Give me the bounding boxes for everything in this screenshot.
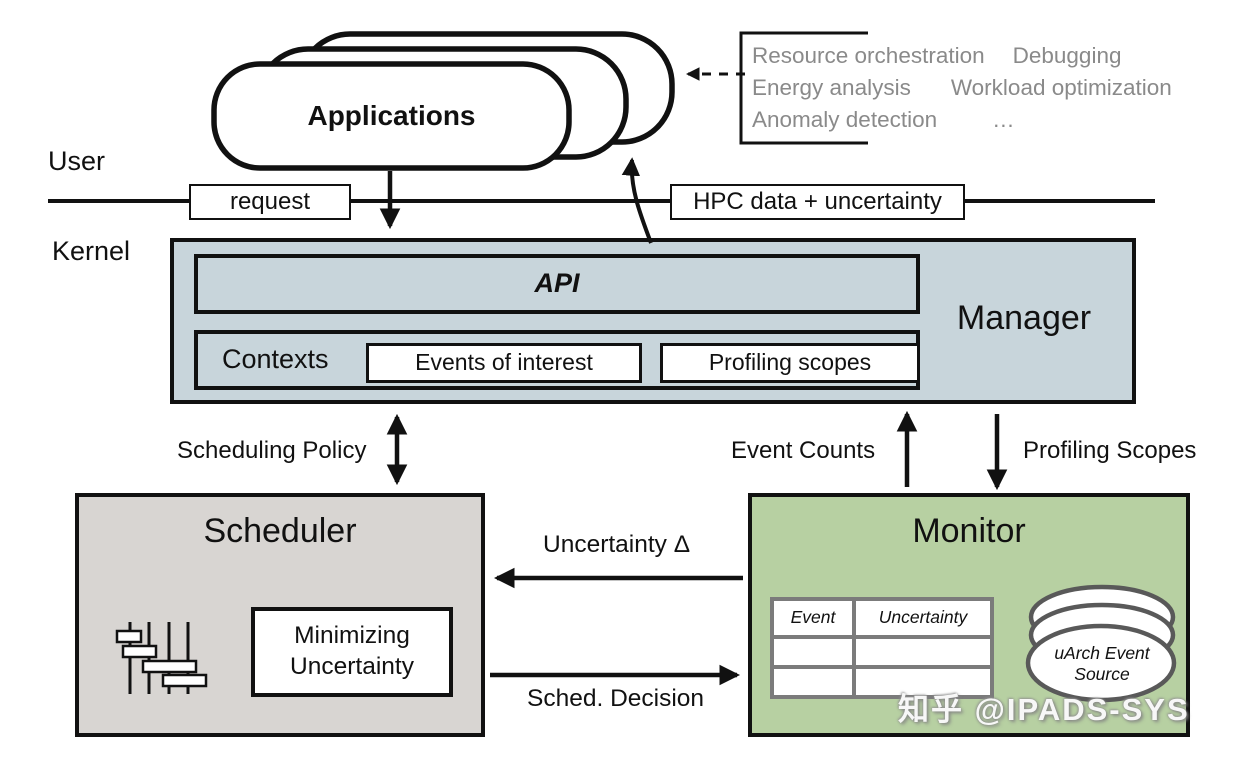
scheduling-policy-label: Scheduling Policy xyxy=(177,437,367,464)
events-of-interest-box: Events of interest xyxy=(366,343,642,383)
uarch-event-source-label: uArch Event Source xyxy=(1028,643,1176,685)
scheduler-box: Scheduler Minimizing Uncertainty xyxy=(75,493,485,737)
usecase-item: Resource orchestration xyxy=(752,42,985,68)
minimizing-uncertainty-box: Minimizing Uncertainty xyxy=(251,607,453,697)
user-space-label: User xyxy=(48,146,106,176)
table-header-event: Event xyxy=(774,601,852,635)
scheduler-title: Scheduler xyxy=(203,512,357,550)
table-header-uncertainty: Uncertainty xyxy=(856,601,990,635)
event-uncertainty-table: Event Uncertainty xyxy=(770,597,994,699)
uarch-event-source-line: uArch Event xyxy=(1054,643,1150,663)
manager-title: Manager xyxy=(956,299,1092,337)
contexts-bar: Contexts Events of interest Profiling sc… xyxy=(194,330,920,390)
minimizing-uncertainty-line: Minimizing xyxy=(294,622,410,650)
sched-decision-label: Sched. Decision xyxy=(527,685,705,712)
table-cell xyxy=(856,639,990,665)
usecase-item: Workload optimization xyxy=(950,74,1172,100)
contexts-label: Contexts xyxy=(222,344,329,375)
usecase-item: Debugging xyxy=(1012,42,1122,68)
uncertainty-delta-label: Uncertainty Δ xyxy=(543,531,691,558)
uarch-event-source-line: Source xyxy=(1074,664,1130,684)
api-bar: API xyxy=(194,254,920,314)
minimizing-uncertainty-line: Uncertainty xyxy=(290,653,414,680)
application-usecases-list: Resource orchestration Debugging Energy … xyxy=(752,40,1172,136)
table-cell xyxy=(774,669,852,695)
manager-box: API Contexts Events of interest Profilin… xyxy=(170,238,1136,404)
hpc-data-curved-arrow xyxy=(621,157,653,244)
table-cell xyxy=(774,639,852,665)
profiling-scopes-box: Profiling scopes xyxy=(660,343,920,383)
event-counts-label: Event Counts xyxy=(731,437,876,464)
monitor-title: Monitor xyxy=(912,512,1026,550)
usecase-row: Energy analysis Workload optimization xyxy=(752,72,1172,104)
hpc-data-label-box: HPC data + uncertainty xyxy=(670,184,965,220)
usecase-row: Anomaly detection … xyxy=(752,104,1172,136)
request-label-box: request xyxy=(189,184,351,220)
usecase-item: Anomaly detection xyxy=(752,106,938,132)
usecase-row: Resource orchestration Debugging xyxy=(752,40,1172,72)
watermark: 知乎 @IPADS-SYS xyxy=(898,692,1190,727)
usecase-item: Energy analysis xyxy=(752,74,911,100)
table-cell xyxy=(856,669,990,695)
applications-label: Applications xyxy=(307,99,476,131)
kernel-space-label: Kernel xyxy=(52,236,131,266)
profiling-scopes-flow-label: Profiling Scopes xyxy=(1023,437,1197,464)
usecase-item: … xyxy=(992,106,1015,132)
